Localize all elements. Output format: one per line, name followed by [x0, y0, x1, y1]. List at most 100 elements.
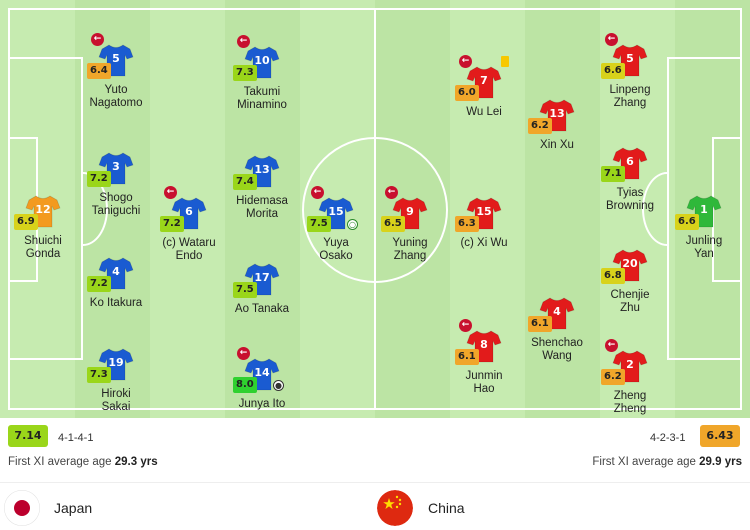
- japan-flag-icon: [4, 490, 40, 526]
- shirt-number: 19: [108, 356, 124, 369]
- substitution-icon: ←: [91, 33, 104, 46]
- away-average-age: First XI average age 29.9 yrs: [592, 456, 742, 468]
- substitution-icon: ←: [385, 186, 398, 199]
- player-name: Ko Itakura: [89, 297, 143, 309]
- home-team-name[interactable]: Japan: [54, 500, 93, 516]
- player-rating-badge: 6.6: [675, 214, 699, 230]
- player-rating-badge: 7.1: [601, 166, 625, 182]
- substitution-icon: ←: [605, 339, 618, 352]
- player-name: Chenjie Zhu: [610, 289, 650, 314]
- player-rating-badge: 6.5: [381, 216, 405, 232]
- home-average-rating: 7.14: [8, 425, 48, 447]
- yellow-card-icon: [501, 56, 509, 67]
- home-average-age: First XI average age 29.3 yrs: [8, 456, 158, 468]
- substitution-icon: ←: [164, 186, 177, 199]
- player-rating-badge: 6.3: [455, 216, 479, 232]
- player-name: Hiroki Sakai: [101, 388, 131, 413]
- player-rating-badge: 7.3: [87, 367, 111, 383]
- away-average-age-value: 29.9 yrs: [699, 456, 742, 468]
- shirt-number: 13: [254, 163, 270, 176]
- shirt-number: 20: [622, 257, 638, 270]
- player-rating-badge: 6.1: [455, 349, 479, 365]
- shirt-number: 12: [35, 203, 51, 216]
- pitch-stripe: [525, 0, 600, 418]
- player-rating-badge: 6.2: [601, 369, 625, 385]
- player-name: (c) Wataru Endo: [162, 237, 216, 262]
- substitution-icon: ←: [605, 33, 618, 46]
- penalty-box-left: [8, 57, 83, 360]
- shirt-number: 7: [480, 74, 488, 87]
- player-name: Tyias Browning: [606, 187, 654, 212]
- player-rating-badge: 7.2: [87, 276, 111, 292]
- player-name: Takumi Minamino: [237, 86, 287, 111]
- shirt-number: 8: [480, 338, 488, 351]
- player-name: Junmin Hao: [465, 370, 503, 395]
- substitution-icon: ←: [237, 347, 250, 360]
- player-rating-badge: 6.4: [87, 63, 111, 79]
- player-name: Yuto Nagatomo: [89, 84, 143, 109]
- shirt-number: 17: [254, 271, 270, 284]
- player-name: Junling Yan: [685, 235, 723, 260]
- player-name: Wu Lei: [466, 106, 502, 118]
- center-circle: [302, 137, 448, 283]
- substitution-icon: ←: [459, 319, 472, 332]
- away-team-name[interactable]: China: [428, 500, 465, 516]
- shirt-number: 5: [112, 52, 120, 65]
- player-rating-badge: 7.4: [233, 174, 257, 190]
- player-rating-badge: 6.0: [455, 85, 479, 101]
- player-name: Shogo Taniguchi: [91, 192, 141, 217]
- shirt-number: 4: [112, 265, 120, 278]
- shirt-number: 15: [476, 205, 492, 218]
- away-average-rating: 6.43: [700, 425, 740, 447]
- player-name: Hidemasa Morita: [236, 195, 288, 220]
- home-average-age-label: First XI average age: [8, 456, 112, 468]
- player-rating-badge: 6.6: [601, 63, 625, 79]
- shirt-number: 14: [254, 366, 270, 379]
- player-rating-badge: 6.8: [601, 268, 625, 284]
- substitution-icon: ←: [459, 55, 472, 68]
- shirt-number: 1: [700, 203, 708, 216]
- shirt-number: 5: [626, 52, 634, 65]
- player-rating-badge: 6.1: [528, 316, 552, 332]
- away-average-age-label: First XI average age: [592, 456, 696, 468]
- china-flag-icon: [377, 490, 413, 526]
- player-name: Shuichi Gonda: [24, 235, 62, 260]
- player-rating-badge: 6.9: [14, 214, 38, 230]
- player-name: Yuning Zhang: [392, 237, 428, 262]
- shirt-number: 3: [112, 160, 120, 173]
- shirt-number: 6: [185, 205, 193, 218]
- shirt-number: 9: [406, 205, 414, 218]
- penalty-box-right: [667, 57, 742, 360]
- player-rating-badge: 7.5: [233, 282, 257, 298]
- player-rating-badge: 7.2: [160, 216, 184, 232]
- player-name: Xin Xu: [540, 139, 574, 151]
- player-rating-badge: 7.2: [87, 171, 111, 187]
- shirt-number: 13: [549, 107, 565, 120]
- player-name: Yuya Osako: [319, 237, 353, 262]
- shirt-number: 6: [626, 155, 634, 168]
- player-name: Ao Tanaka: [234, 303, 290, 315]
- player-rating-badge: 6.2: [528, 118, 552, 134]
